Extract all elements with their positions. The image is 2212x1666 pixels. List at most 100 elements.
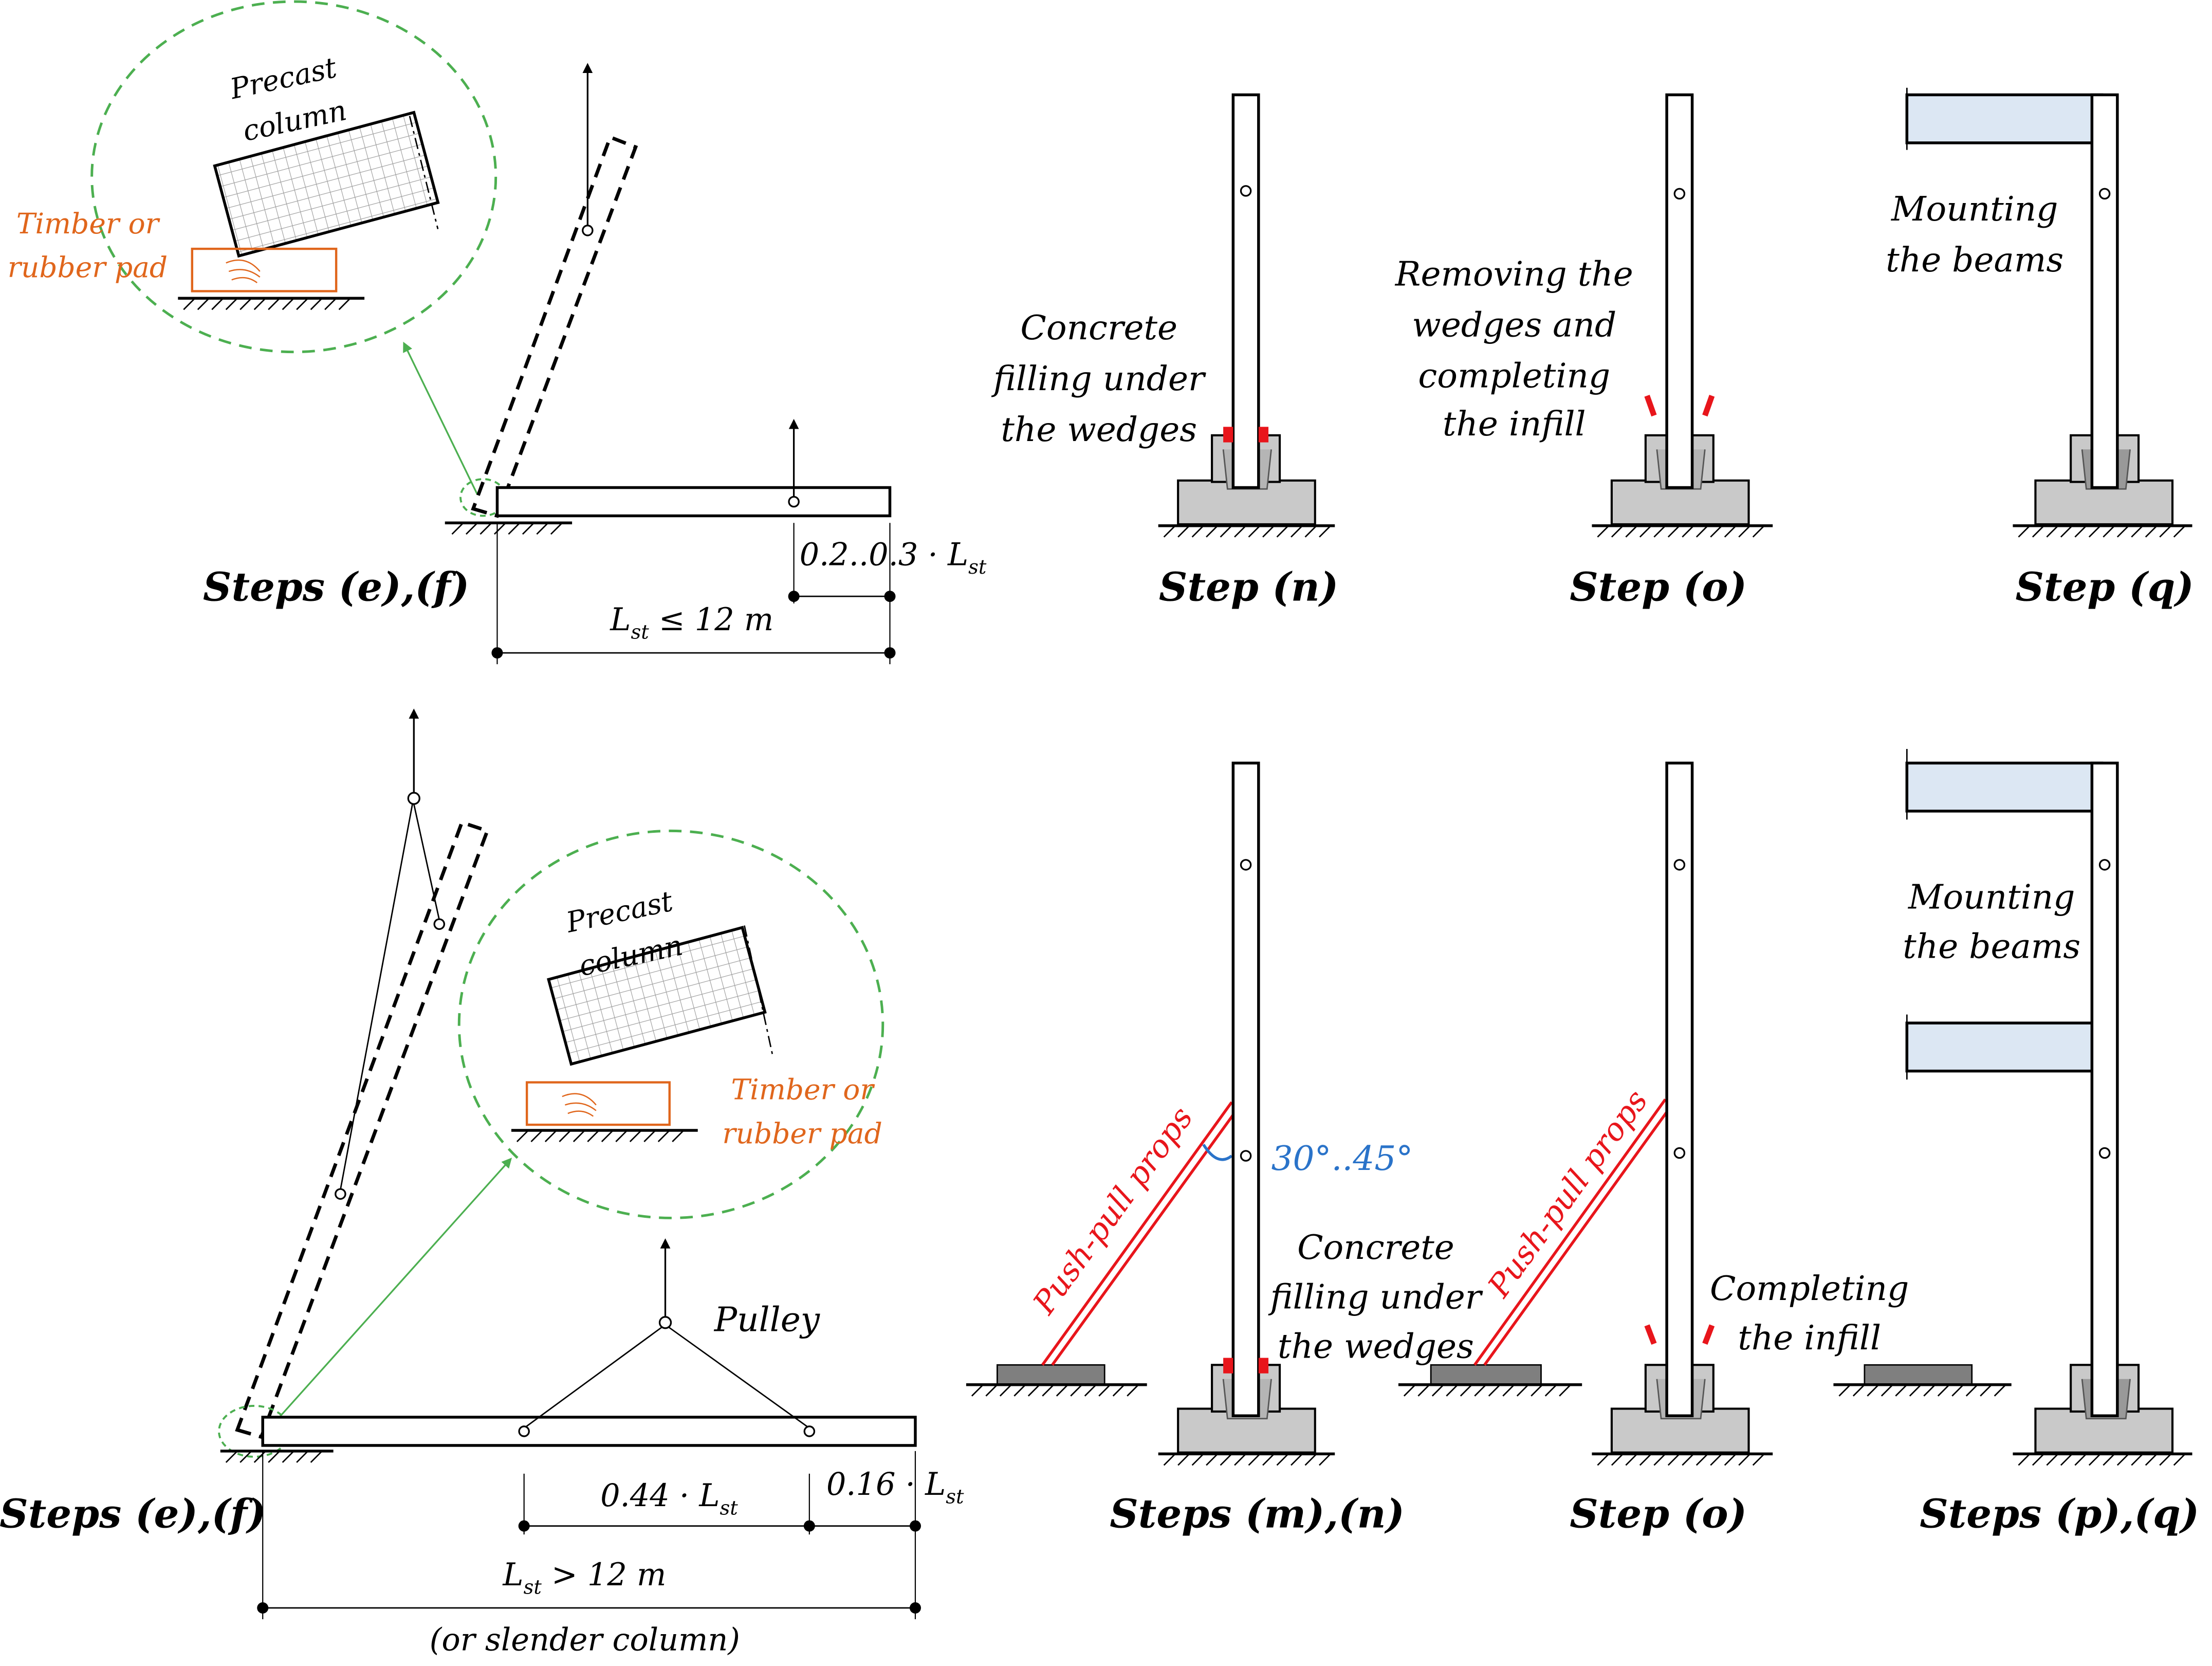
bottom-dim-b-sub: st xyxy=(946,1486,964,1509)
bottom-o-ground-left xyxy=(1398,1383,1582,1397)
bottom-o-wedge-right xyxy=(1702,1324,1715,1345)
bottom-tilted-sling-a xyxy=(413,803,440,920)
top-detail-column xyxy=(213,111,440,258)
bottom-pq-text-2: the beams xyxy=(1903,927,2080,966)
top-o-ground xyxy=(1592,524,1773,538)
top-q-ground xyxy=(2013,524,2192,538)
top-detail-axis xyxy=(409,116,439,229)
top-dim-short: 0.2..0.3 · Lst xyxy=(800,537,987,579)
bottom-pulley-sling-a xyxy=(525,1326,663,1428)
bottom-pq-beam-upper xyxy=(1905,761,2104,813)
top-o-wedge-right xyxy=(1702,395,1715,417)
bottom-pulley-wheel xyxy=(658,1316,672,1329)
top-caption-ef: Steps (e),(f) xyxy=(203,564,469,610)
top-n-wedge-right xyxy=(1258,427,1269,443)
top-o-text-4: the infill xyxy=(1443,404,1586,444)
top-n-text-1: Concrete xyxy=(1020,308,1177,347)
top-o-wedge-left xyxy=(1644,395,1657,417)
top-step-o: Removing the wedges and completing the i… xyxy=(1395,93,1773,610)
top-detail-bubble xyxy=(90,0,497,354)
top-dim-long-sub: st xyxy=(631,621,649,644)
bottom-pq-ground xyxy=(2013,1452,2192,1466)
bottom-mn-text-1: Concrete xyxy=(1297,1228,1454,1267)
bottom-horizontal-point-b xyxy=(803,1425,816,1437)
bottom-dim-b: 0.16 · Lst xyxy=(826,1467,964,1508)
bottom-pulley-sling-b xyxy=(668,1326,808,1428)
top-detail-leader xyxy=(403,341,478,495)
top-horizontal-lifting-point xyxy=(788,496,800,508)
bottom-o-props-label: Push-pull props xyxy=(1481,1084,1655,1305)
bottom-o-column-hole-lower xyxy=(1673,1147,1686,1159)
top-n-text-2: filling under xyxy=(991,359,1206,398)
top-q-beam xyxy=(1905,93,2104,144)
top-detail-pad-label-2: rubber pad xyxy=(8,251,168,284)
top-o-text-2: wedges and xyxy=(1412,305,1616,344)
bottom-pulley-label: Pulley xyxy=(714,1299,820,1339)
bottom-o-prop-line-b xyxy=(1483,1111,1668,1366)
bottom-tilted-pulley xyxy=(407,792,420,805)
bottom-detail-pad xyxy=(525,1081,671,1126)
bottom-mn-column-hole-upper xyxy=(1240,859,1252,871)
bottom-mn-text-3: the wedges xyxy=(1278,1327,1474,1366)
bottom-detail-column-label-1: Precast xyxy=(563,884,676,939)
bottom-step-o: Push-pull props Completing the infill St… xyxy=(1398,761,1909,1537)
bottom-o-wedge-left xyxy=(1644,1324,1657,1345)
bottom-pq-text-1: Mounting xyxy=(1908,877,2075,917)
top-tilted-column xyxy=(471,135,638,518)
bottom-o-text-2: the infill xyxy=(1738,1318,1881,1358)
top-lifting-group: Precast column Timber or rubber pad 0.2.… xyxy=(8,0,987,665)
bottom-pq-ground-left xyxy=(1833,1383,2012,1397)
bottom-tilted-upper-point xyxy=(433,918,446,930)
bottom-detail-ground xyxy=(511,1129,698,1142)
top-tilted-lifting-point xyxy=(582,225,594,236)
bottom-o-column xyxy=(1665,761,1694,1417)
bottom-dim-long: Lst > 12 m xyxy=(502,1557,666,1599)
top-step-q: Mounting the beams Step (q) xyxy=(1886,87,2194,610)
bottom-pq-beam-lower xyxy=(1905,1021,2104,1073)
bottom-o-prop-line-a xyxy=(1473,1098,1667,1366)
bottom-mn-angle-label: 30°..45° xyxy=(1271,1139,1413,1178)
top-horizontal-column xyxy=(495,486,892,518)
bottom-mn-column xyxy=(1231,761,1260,1417)
bottom-detail-pad-label-2: rubber pad xyxy=(722,1117,882,1150)
bottom-detail-leader xyxy=(276,1158,512,1421)
top-ground xyxy=(445,521,573,535)
bottom-pq-caption: Steps (p),(q) xyxy=(1920,1491,2199,1537)
bottom-mn-prop-line-a xyxy=(1041,1101,1233,1366)
bottom-mn-wedge-left xyxy=(1223,1358,1233,1374)
top-detail-ground xyxy=(178,297,365,310)
bottom-horizontal-point-a xyxy=(518,1425,530,1437)
bottom-o-column-hole-upper xyxy=(1673,859,1686,871)
bottom-pq-column-hole-lower xyxy=(2098,1147,2111,1159)
bottom-mn-angle-arc xyxy=(1202,1144,1233,1161)
bottom-ground xyxy=(220,1450,334,1463)
top-o-caption: Step (o) xyxy=(1570,564,1747,610)
top-n-column xyxy=(1231,93,1260,489)
bottom-detail-pad-label-1: Timber or xyxy=(731,1073,875,1106)
bottom-o-caption: Step (o) xyxy=(1570,1491,1747,1537)
bottom-o-text-1: Completing xyxy=(1710,1269,1909,1308)
bottom-mn-wedge-right xyxy=(1258,1358,1269,1374)
top-n-column-hole xyxy=(1240,185,1252,197)
top-dimension-lines xyxy=(491,523,896,665)
bottom-step-mn: Push-pull props 30°..45° Concrete fillin… xyxy=(966,761,1483,1537)
top-q-column xyxy=(2090,93,2119,489)
top-dim-short-sub: st xyxy=(968,556,987,579)
top-o-column xyxy=(1665,93,1694,489)
bottom-o-prop-base xyxy=(1430,1364,1542,1386)
bottom-dim-a: 0.44 · Lst xyxy=(600,1478,738,1519)
top-o-text-3: completing xyxy=(1418,356,1610,395)
bottom-step-pq: Mounting the beams Steps (p),(q) xyxy=(1833,748,2199,1537)
bottom-dim-long-sub: st xyxy=(524,1576,542,1599)
bottom-dimension-lines xyxy=(257,1451,921,1619)
bottom-mn-props-label: Push-pull props xyxy=(1026,1101,1200,1322)
top-o-column-hole xyxy=(1673,188,1686,200)
top-dim-long: Lst ≤ 12 m xyxy=(610,602,773,644)
bottom-pq-column-hole-upper xyxy=(2098,859,2111,871)
top-q-caption: Step (q) xyxy=(2016,564,2194,610)
top-n-caption: Step (n) xyxy=(1159,564,1338,610)
top-o-text-1: Removing the xyxy=(1395,254,1633,294)
top-n-wedge-left xyxy=(1223,427,1233,443)
bottom-caption-ef: Steps (e),(f) xyxy=(0,1491,266,1537)
